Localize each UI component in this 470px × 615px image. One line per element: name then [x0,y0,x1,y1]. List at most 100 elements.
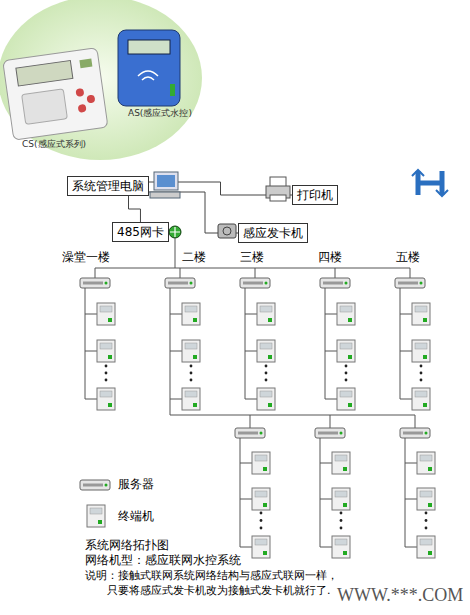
server-led [260,432,263,435]
terminal-body [257,340,275,362]
as-device [118,30,180,106]
terminal-body [337,303,355,325]
ellipsis-dot [345,372,348,375]
terminal-screen [340,306,352,312]
connector [129,196,141,222]
terminal-screen [420,455,432,461]
terminal-body [252,536,270,558]
terminal-led [263,467,267,471]
wire [85,351,97,352]
ellipsis-dot [105,372,108,375]
terminal-led [423,318,427,322]
wire [170,351,182,352]
terminal-led [193,355,197,359]
terminal-icon [257,388,275,410]
terminal-screen [255,491,267,497]
server-body [320,278,350,288]
terminal-icon [417,452,435,474]
server-slot [238,432,258,435]
terminal-icon [412,340,430,362]
company-logo [412,170,448,196]
ellipsis-dot [190,372,193,375]
server-slot [243,282,263,285]
terminal-led [263,503,267,507]
server-body [235,428,265,438]
terminal-body [97,303,115,325]
terminal-icon [182,303,200,325]
terminal-screen [260,306,272,312]
terminal-led [268,403,272,407]
terminal-body [332,488,350,510]
wire [400,351,412,352]
terminal-body [412,303,430,325]
wire [405,463,417,464]
wire [170,399,182,400]
terminal-icon [257,340,275,362]
wire [250,415,251,428]
wire [85,399,97,400]
ellipsis-dot [105,365,108,368]
terminal-led [268,355,272,359]
terminal-body [337,340,355,362]
terminal-body [337,388,355,410]
terminal-icon [97,303,115,325]
server-body [315,428,345,438]
terminal-body [97,388,115,410]
ellipsis-dot [260,512,263,515]
terminal-screen [185,306,197,312]
terminal-icon [97,388,115,410]
server-icon [395,278,425,288]
wire [245,399,257,400]
terminal-icon [252,452,270,474]
terminal-led [193,403,197,407]
terminal-icon [252,536,270,558]
terminal-body [252,488,270,510]
ellipsis-dot [265,365,268,368]
ellipsis-dot [420,379,423,382]
terminal-led [98,520,102,524]
ellipsis-dot [340,512,343,515]
wire [320,463,332,464]
terminal-led [343,467,347,471]
server-slot [323,282,343,285]
terminal-icon [332,536,350,558]
terminal-body [412,340,430,362]
wire [335,268,336,278]
wire [405,547,417,548]
wire [325,314,337,315]
text-label: 澡堂一楼 [62,250,110,265]
terminal-led [423,355,427,359]
ellipsis-dot [105,379,108,382]
wire [410,268,411,278]
wire [240,499,252,500]
wire [320,438,321,547]
text-label: 二楼 [182,250,206,265]
ellipsis-dot [265,379,268,382]
server-led [265,282,268,285]
terminal-body [182,303,200,325]
ellipsis-dot [340,527,343,530]
server-slot [83,282,103,285]
wire [320,499,332,500]
wire [400,399,412,400]
server-body [80,480,110,490]
text-label: AS(感应式水控) [128,107,192,120]
wire [170,415,415,416]
wire [170,314,182,315]
ellipsis-dot [345,379,348,382]
wire [170,399,171,415]
terminal-screen [260,343,272,349]
terminal-screen [420,539,432,545]
wire [400,288,401,399]
terminal-screen [335,539,347,545]
terminal-icon [182,388,200,410]
terminal-led [193,318,197,322]
terminal-body [417,452,435,474]
server-led [425,432,428,435]
terminal-screen [100,343,112,349]
legend-text: 服务器 [118,477,154,492]
node-text: 感应发卡机 [243,225,303,241]
wire [95,268,96,278]
label-box: 感应发卡机 [238,223,308,243]
